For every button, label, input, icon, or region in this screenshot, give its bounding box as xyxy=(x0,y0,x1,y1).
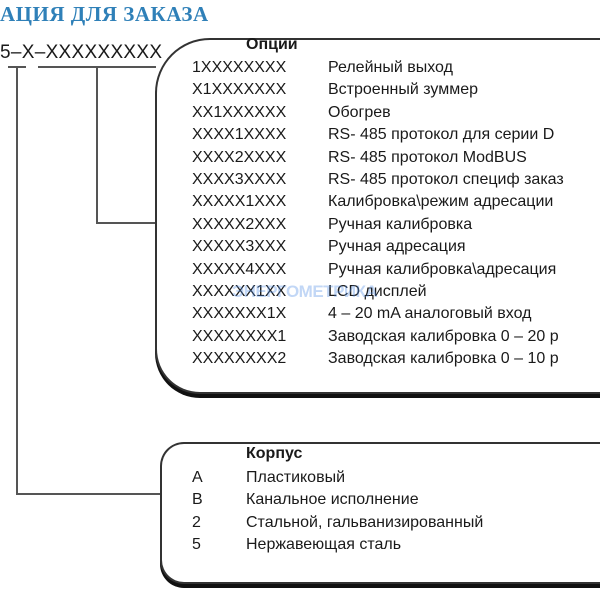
connector-options-vertical xyxy=(96,67,98,224)
item-code: A xyxy=(192,469,203,486)
item-description: Встроенный зуммер xyxy=(328,81,479,99)
options-header: Опции xyxy=(246,36,298,53)
list-item: XXXXXXXX1 Заводская калибровка 0 – 20 р xyxy=(0,326,600,348)
list-item: XXXX2XXXX RS- 485 протокол ModBUS xyxy=(0,147,600,169)
item-code: XXXXX3XXX xyxy=(192,238,287,256)
item-description: LCD дисплей xyxy=(328,282,427,300)
list-item: XXXXXXXX2 Заводская калибровка 0 – 10 р xyxy=(0,348,600,370)
item-description: Заводская калибровка 0 – 10 р xyxy=(328,350,559,368)
item-code: XXXXXX1XX xyxy=(192,282,287,300)
item-code: XX1XXXXXX xyxy=(192,103,287,121)
list-item: XXXX3XXXX RS- 485 протокол специф заказ xyxy=(0,169,600,191)
item-description: Ручная калибровка xyxy=(328,215,473,233)
list-item: XXXXX1XXX Калибровка\режим адресации xyxy=(0,191,600,213)
item-description: Обогрев xyxy=(328,103,391,121)
item-code: 5 xyxy=(192,536,201,554)
options-box xyxy=(155,38,600,394)
item-code: XXXXXXX1X xyxy=(192,305,287,323)
list-item: XX1XXXXXX Обогрев xyxy=(0,102,600,124)
housing-header: Корпус xyxy=(246,445,303,462)
connector-options-horizontal xyxy=(96,222,158,224)
housing-box xyxy=(160,442,600,584)
item-code: XXXXX4XXX xyxy=(192,260,287,278)
item-description: Заводская калибровка 0 – 20 р xyxy=(328,327,559,345)
item-code: XXXXXXXX2 xyxy=(192,350,287,368)
list-item: XXXXX4XXX Ручная калибровка\адресация xyxy=(0,259,600,281)
item-code: 1XXXXXXXX xyxy=(192,59,287,76)
order-code: 5–X–XXXXXXXXX xyxy=(0,42,163,63)
list-item: XXXXX2XXX Ручная калибровка xyxy=(0,214,600,236)
item-code: XXXXXXXX1 xyxy=(192,327,287,345)
item-description: Ручная адресация xyxy=(328,238,466,256)
item-code: XXXXX1XXX xyxy=(192,193,287,211)
item-code: 2 xyxy=(192,513,201,531)
list-item: B Канальное исполнение xyxy=(0,489,600,511)
item-description: RS- 485 протокол специф заказ xyxy=(328,170,564,188)
item-description: Стальной, гальванизированный xyxy=(246,513,484,531)
list-item: 5 Нержавеющая сталь xyxy=(0,534,600,556)
item-description: Релейный выход xyxy=(328,59,453,76)
list-item: XXXXXX1XX LCD дисплей xyxy=(0,281,600,303)
item-description: Канальное исполнение xyxy=(246,491,419,509)
item-description: Калибровка\режим адресации xyxy=(328,193,554,211)
item-description: RS- 485 протокол для серии D xyxy=(328,126,555,144)
item-code: X1XXXXXXX xyxy=(192,81,287,99)
watermark: ЭНЕРГОМЕТРИКА xyxy=(232,282,378,301)
list-item: 1XXXXXXXX Релейный выход xyxy=(0,57,600,79)
connector-housing-horizontal xyxy=(16,493,162,495)
item-description: 4 – 20 mA аналоговый вход xyxy=(328,305,532,323)
list-item: XXXXX3XXX Ручная адресация xyxy=(0,236,600,258)
item-code: B xyxy=(192,491,203,509)
section-title: АЦИЯ ДЛЯ ЗАКАЗА xyxy=(0,2,209,26)
list-item: XXXX1XXXX RS- 485 протокол для серии D xyxy=(0,124,600,146)
item-code: XXXX3XXXX xyxy=(192,170,287,188)
item-description: Ручная калибровка\адресация xyxy=(328,260,557,278)
item-code: XXXX1XXXX xyxy=(192,126,287,144)
list-item: A Пластиковый xyxy=(0,467,600,489)
item-description: Пластиковый xyxy=(246,469,346,486)
item-description: Нержавеющая сталь xyxy=(246,536,402,554)
item-description: RS- 485 протокол ModBUS xyxy=(328,148,527,166)
item-code: XXXX2XXXX xyxy=(192,148,287,166)
list-item: XXXXXXX1X 4 – 20 mA аналоговый вход xyxy=(0,303,600,325)
connector-housing-vertical xyxy=(16,67,18,495)
list-item: 2 Стальной, гальванизированный xyxy=(0,512,600,534)
list-item: X1XXXXXXX Встроенный зуммер xyxy=(0,79,600,101)
item-code: XXXXX2XXX xyxy=(192,215,287,233)
